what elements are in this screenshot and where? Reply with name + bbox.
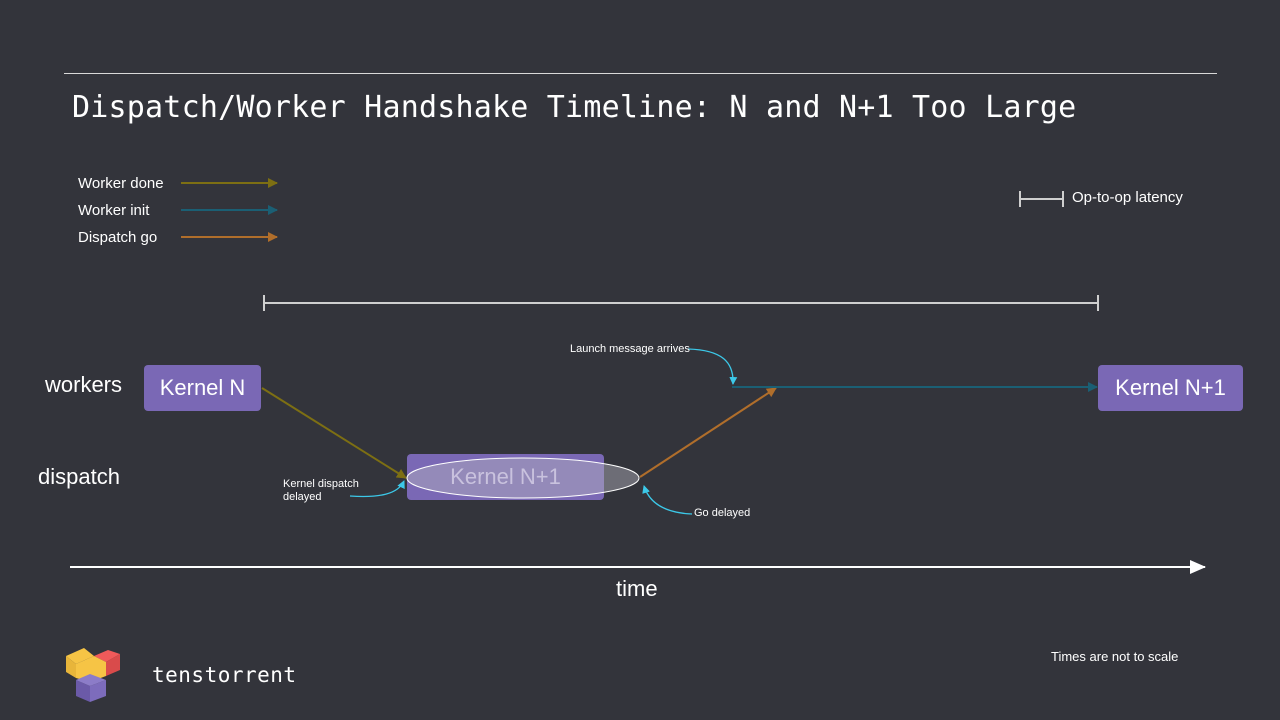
launch-annotation-arrow: [687, 348, 738, 385]
kernel-dispatch-delayed-line1: Kernel dispatch: [283, 478, 359, 490]
kernel-n-box: Kernel N: [144, 365, 261, 411]
time-axis-label: time: [616, 576, 658, 601]
dispatch-row-label: dispatch: [38, 464, 120, 489]
launch-message-annotation: Launch message arrives: [570, 343, 690, 355]
go-delayed-annotation: Go delayed: [694, 507, 751, 519]
tenstorrent-logo-icon: [66, 648, 120, 702]
top-divider: [64, 73, 1217, 74]
kernel-n1-dispatch-label: Kernel N+1: [450, 464, 561, 489]
latency-legend-bracket: [1019, 191, 1064, 207]
latency-legend-label: Op-to-op latency: [1072, 189, 1183, 206]
dispatch-go-arrow: [639, 387, 777, 478]
kernel-n1-worker-box: Kernel N+1: [1098, 365, 1243, 411]
kernel-dispatch-delayed-arrow: [349, 480, 405, 498]
legend-dispatch-go-label: Dispatch go: [78, 229, 158, 246]
not-to-scale-note: Times are not to scale: [1051, 649, 1179, 664]
legend-worker-done-label: Worker done: [78, 175, 164, 192]
legend-worker-init-label: Worker init: [78, 202, 150, 219]
slide-title: Dispatch/Worker Handshake Timeline: N an…: [72, 90, 1077, 125]
go-delayed-arrow: [642, 485, 693, 515]
brand-wordmark: tenstorrent: [152, 663, 297, 687]
latency-bracket: [263, 295, 1099, 311]
worker-done-arrow: [261, 387, 407, 479]
kernel-dispatch-delayed-line2: delayed: [283, 491, 322, 503]
workers-row-label: workers: [45, 372, 123, 397]
